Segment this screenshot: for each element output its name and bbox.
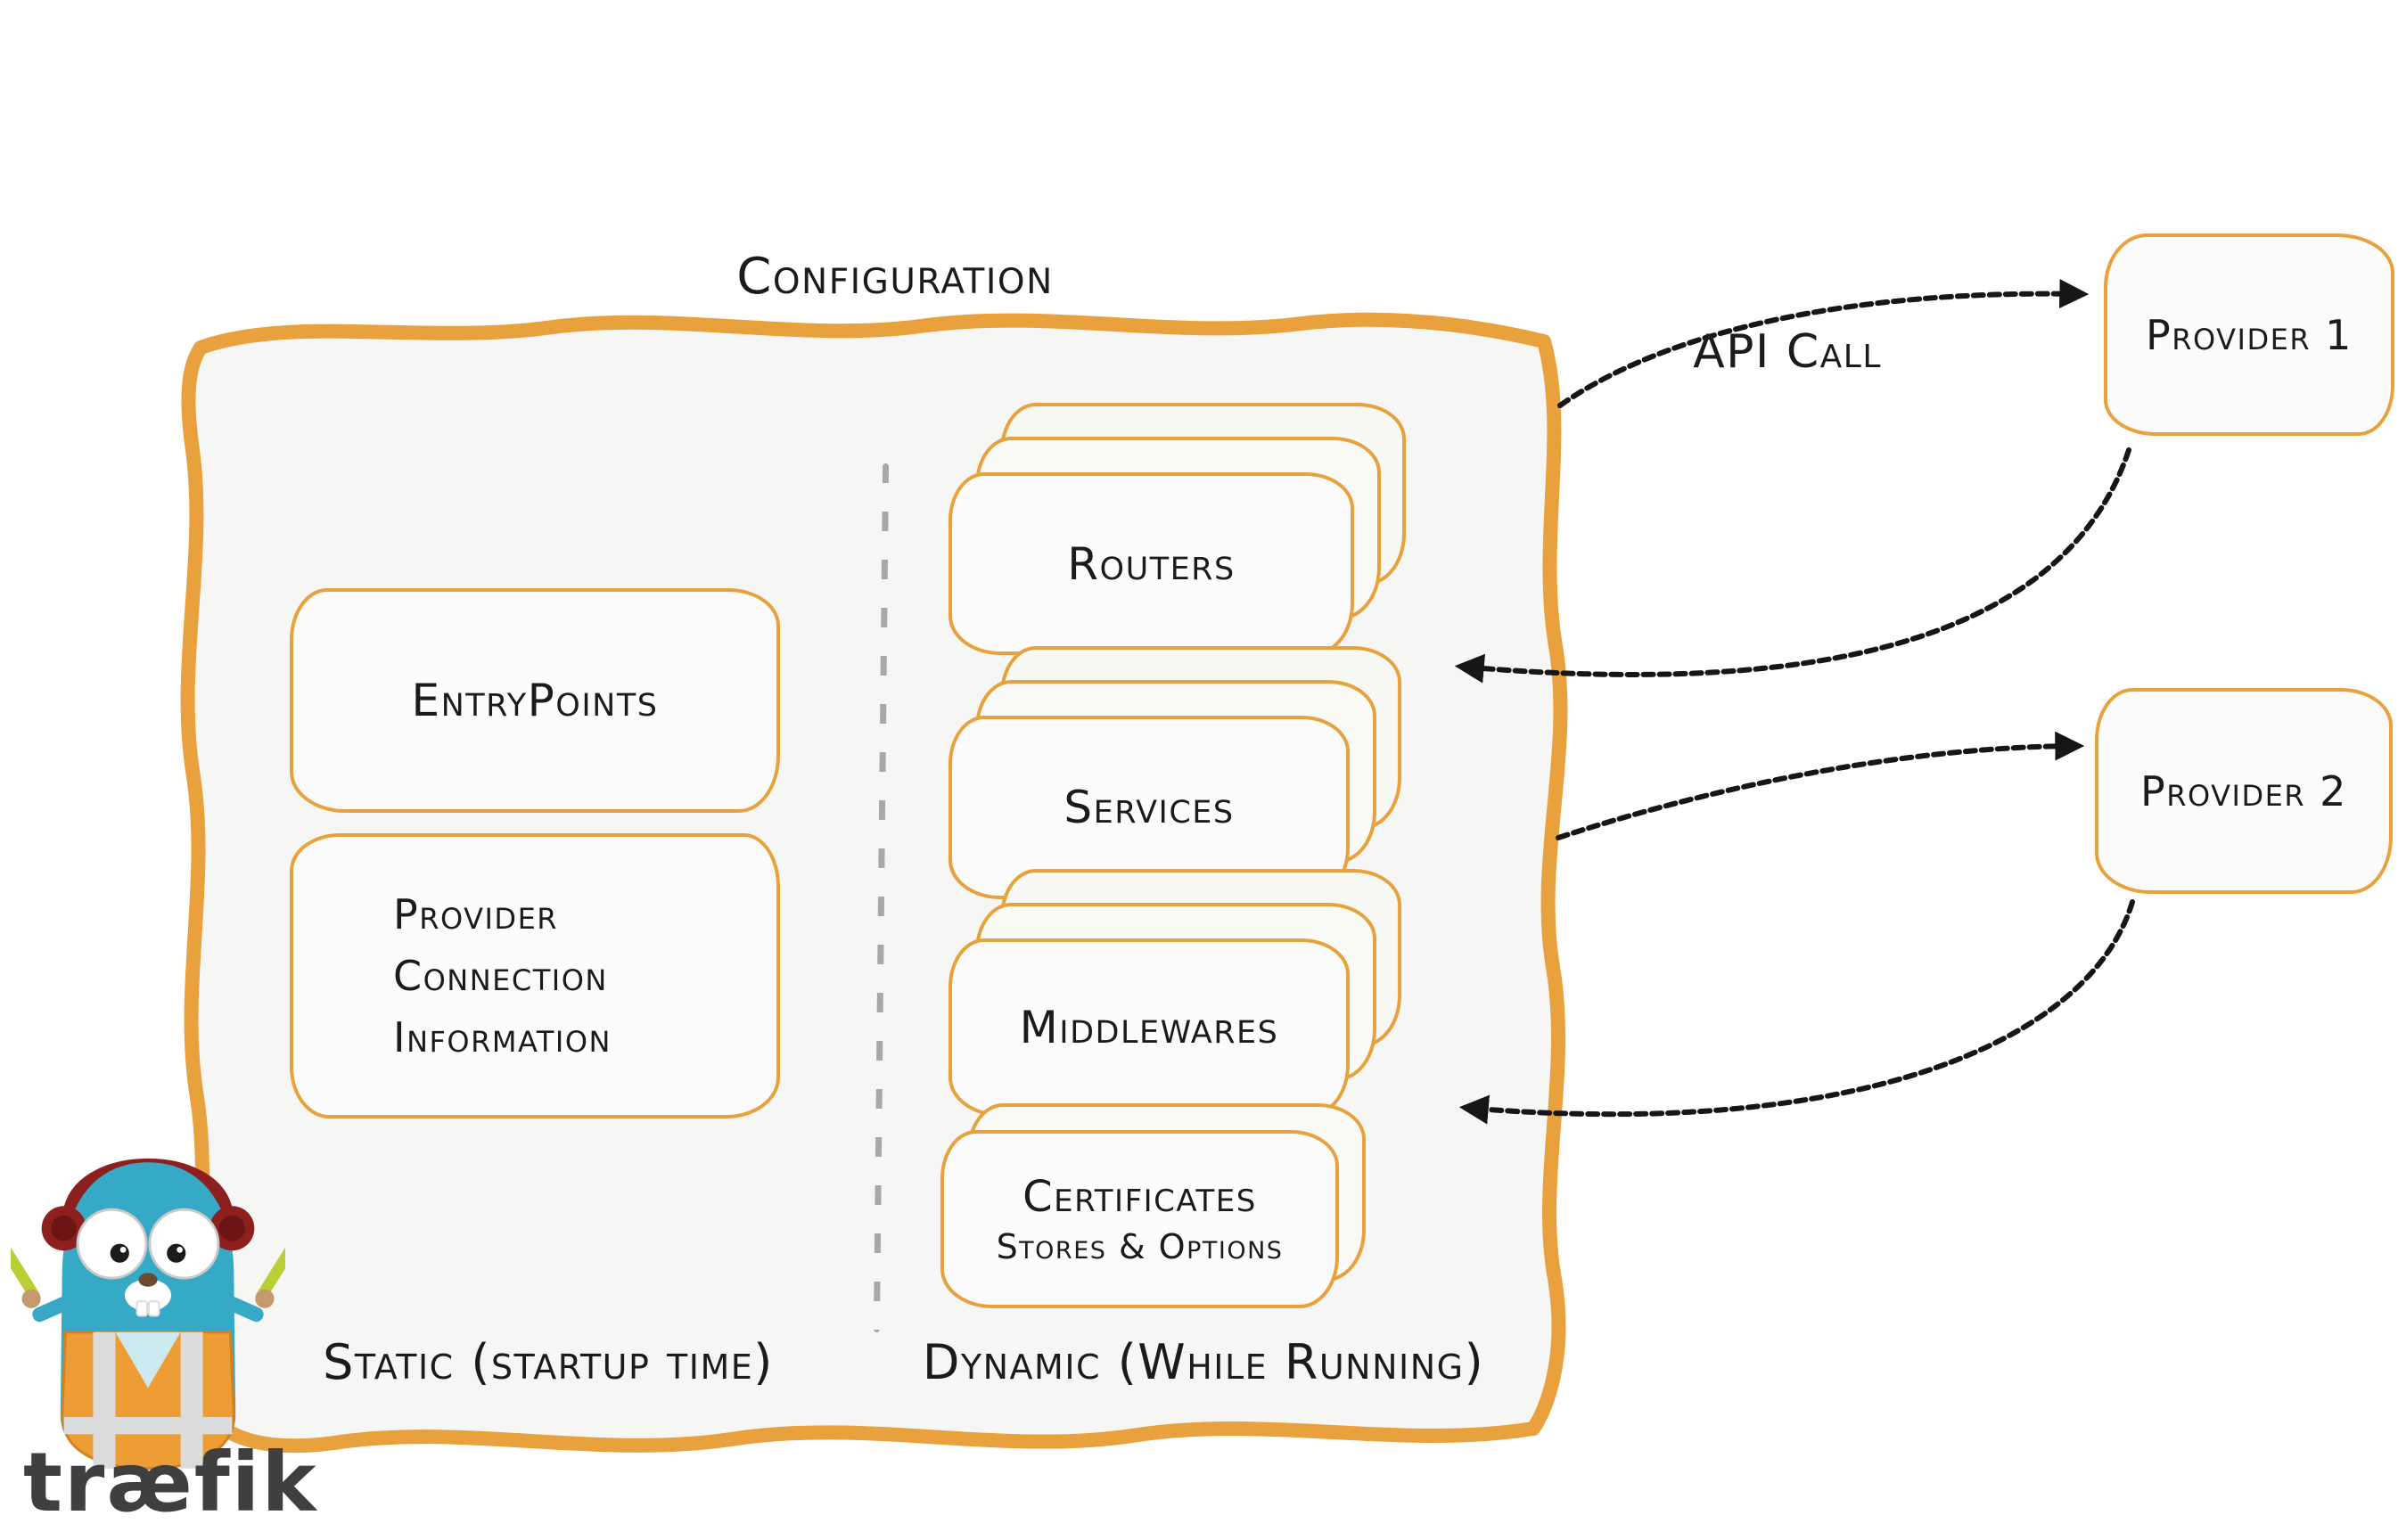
certificates-title: Certificates <box>1022 1172 1257 1222</box>
services-stack: Services <box>949 646 1401 899</box>
configuration-title: Configuration <box>736 248 1054 306</box>
routers-card: Routers <box>949 472 1354 655</box>
provider-connection-information-box: Provider Connection Information <box>290 833 780 1118</box>
middlewares-stack: Middlewares <box>949 869 1401 1117</box>
gopher-muzzle <box>125 1273 171 1317</box>
certificates-subtitle: Stores & Options <box>996 1227 1284 1266</box>
services-card: Services <box>949 716 1350 899</box>
certificates-card: Certificates Stores & Options <box>940 1130 1339 1308</box>
provider-1-box: Provider 1 <box>2104 233 2394 436</box>
routers-label: Routers <box>1067 537 1236 590</box>
static-caption: Static (startup time) <box>323 1334 774 1390</box>
gopher-eyes <box>76 1208 220 1280</box>
provider-2-label: Provider 2 <box>2140 766 2347 815</box>
safety-vest-icon <box>61 1331 235 1470</box>
middlewares-card: Middlewares <box>949 938 1350 1117</box>
headphone-earcups-icon <box>41 1206 255 1251</box>
services-label: Services <box>1063 782 1235 833</box>
routers-stack: Routers <box>949 403 1406 655</box>
provider-info-line-1: Provider <box>393 889 559 938</box>
traefik-wordmark: træfik <box>23 1435 318 1530</box>
provider-info-line-3: Information <box>393 1012 612 1061</box>
certificates-stack: Certificates Stores & Options <box>940 1103 1366 1308</box>
provider-1-label: Provider 1 <box>2146 310 2353 359</box>
provider-2-box: Provider 2 <box>2095 688 2393 894</box>
provider-info-line-2: Connection <box>393 951 608 1000</box>
api-call-label: API Call <box>1693 325 1882 379</box>
dynamic-caption: Dynamic (While Running) <box>922 1334 1485 1390</box>
provider-2-call-arrow <box>1556 731 2085 840</box>
entrypoints-box: EntryPoints <box>290 588 780 813</box>
gopher-arms <box>21 1289 275 1323</box>
middlewares-label: Middlewares <box>1019 1002 1279 1053</box>
traefik-gopher-logo <box>11 1159 285 1470</box>
glowstick-icons <box>11 1239 285 1302</box>
entrypoints-label: EntryPoints <box>411 675 659 726</box>
